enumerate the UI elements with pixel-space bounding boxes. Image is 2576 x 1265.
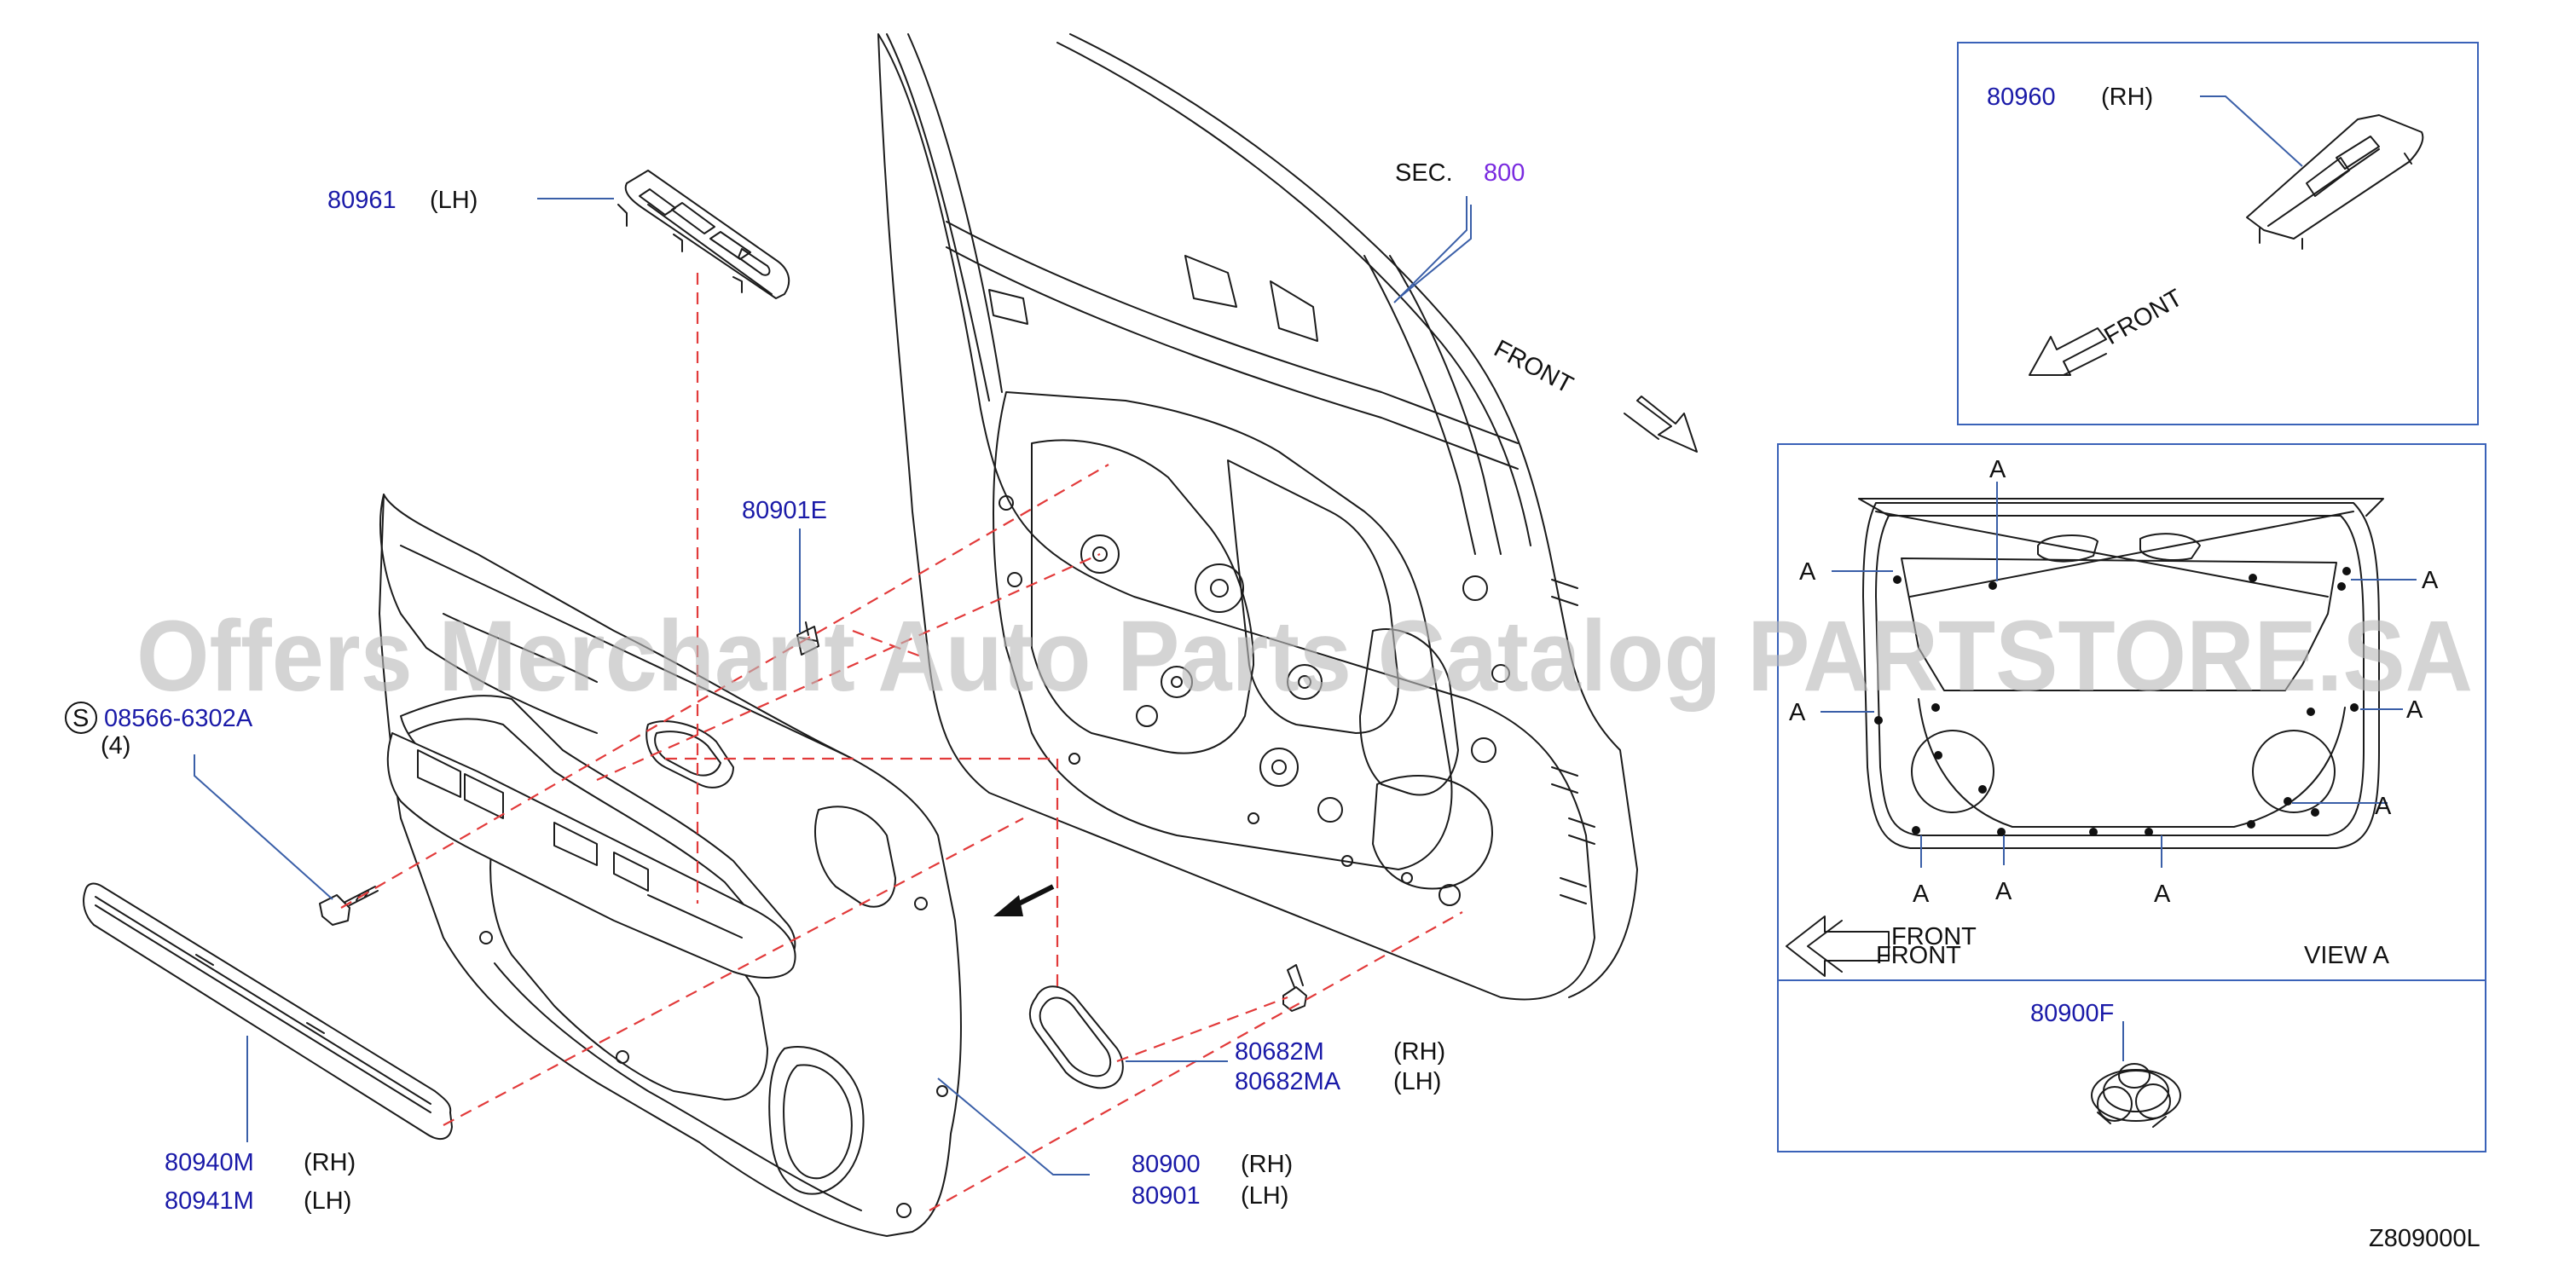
- part-side-80960: (RH): [2101, 84, 2153, 111]
- part-number-80682ma[interactable]: 80682MA: [1235, 1068, 1341, 1095]
- callout-a-6: A: [2375, 793, 2392, 820]
- callout-a-3: A: [2422, 567, 2439, 594]
- front-direction-arrow-main: [1624, 396, 1698, 453]
- door-panel-pins: [1551, 579, 1595, 904]
- part-side-80682ma: (LH): [1393, 1068, 1441, 1095]
- clip-bolt: [1282, 964, 1307, 1012]
- screw-quantity: (4): [101, 732, 130, 760]
- callout-a-2: A: [1799, 558, 1816, 586]
- inside-handle-escutcheon: [1028, 985, 1124, 1089]
- diagram-code: Z809000L: [2369, 1225, 2480, 1252]
- callout-a-8: A: [1995, 878, 2012, 905]
- callout-a-7: A: [1913, 881, 1930, 908]
- front-label-view-a-2: FRONT: [1876, 942, 1961, 969]
- pull-handle: [386, 732, 796, 979]
- front-direction-arrow-view-a: [1786, 916, 1890, 977]
- leader-lines: [194, 198, 1472, 1175]
- callout-a-1: A: [1989, 456, 2006, 483]
- door-inner-panel: [877, 33, 1638, 1001]
- part-number-80901[interactable]: 80901: [1132, 1182, 1201, 1210]
- section-prefix: SEC.: [1395, 159, 1453, 187]
- part-number-screw[interactable]: 08566-6302A: [104, 705, 253, 732]
- power-window-switch-rh: [2246, 114, 2424, 250]
- door-panel-holes: [999, 495, 1510, 906]
- view-a-label: VIEW A: [2304, 942, 2390, 969]
- screw-symbol: S: [65, 702, 97, 734]
- part-number-80940m[interactable]: 80940M: [165, 1149, 254, 1176]
- assembly-direction-arrow: [993, 884, 1055, 916]
- inset-view-a-frame: [1777, 443, 2486, 1152]
- part-number-80900f[interactable]: 80900F: [2030, 1000, 2114, 1027]
- part-side-80682m: (RH): [1393, 1038, 1445, 1066]
- part-number-80682m[interactable]: 80682M: [1235, 1038, 1324, 1066]
- clip-location-dots: [1874, 567, 2359, 836]
- watermark: Offers Merchant Auto Parts Catalog PARTS…: [136, 600, 2473, 713]
- clip-80901e: [796, 621, 819, 656]
- part-side-80941m: (LH): [304, 1187, 351, 1215]
- callout-leaders: [1821, 482, 2417, 868]
- part-number-80900[interactable]: 80900: [1132, 1151, 1201, 1178]
- inset-rh-frame: [1957, 42, 2479, 425]
- callout-a-9: A: [2154, 881, 2171, 908]
- part-number-80901e[interactable]: 80901E: [742, 497, 827, 524]
- section-800-leader: [1393, 196, 1467, 303]
- part-number-80961[interactable]: 80961: [327, 187, 397, 214]
- part-side-80940m: (RH): [304, 1149, 356, 1176]
- inset-rh-switch: [1957, 42, 2479, 425]
- screw-symbol-letter: S: [72, 705, 89, 732]
- inset-view-a: [1777, 443, 2486, 1152]
- part-side-80900: (RH): [1241, 1151, 1293, 1178]
- part-number-80960[interactable]: 80960: [1987, 84, 2056, 111]
- callout-a-4: A: [1789, 699, 1806, 726]
- part-number-80941m[interactable]: 80941M: [165, 1187, 254, 1215]
- front-label-inset: FRONT: [2100, 284, 2188, 350]
- section-number-link[interactable]: 800: [1484, 159, 1525, 187]
- finisher-strip: [83, 882, 453, 1141]
- front-label-view-a-1: FRONT: [1891, 923, 1977, 950]
- front-direction-arrow-inset: [2029, 327, 2107, 376]
- door-trim-finisher: [379, 494, 962, 1237]
- front-label-main: FRONT: [1490, 335, 1577, 399]
- callout-a-5: A: [2406, 696, 2423, 724]
- clip-80900f: [2091, 1021, 2181, 1128]
- part-side-80901: (LH): [1241, 1182, 1288, 1210]
- power-window-switch-lh: [617, 170, 790, 299]
- part-side-80961: (LH): [430, 187, 478, 214]
- screw-08566-6302a: [319, 886, 379, 926]
